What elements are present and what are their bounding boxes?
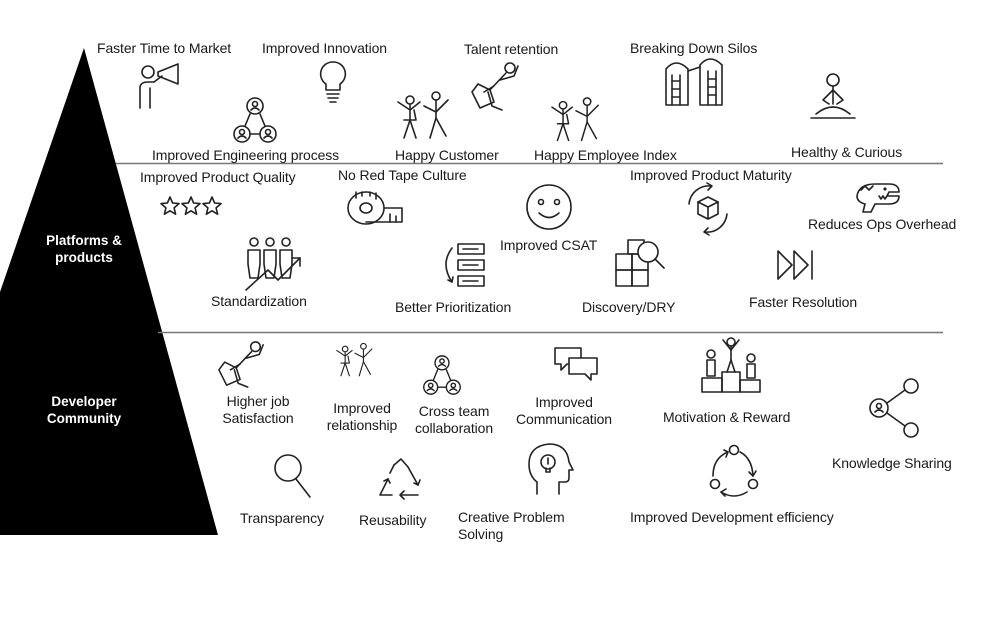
smiley-icon <box>524 182 574 232</box>
label-line: relationship <box>326 417 398 433</box>
label-line: Solving <box>458 526 504 542</box>
lightbulb-icon <box>318 60 348 110</box>
label-motivation-reward: Motivation & Reward <box>663 409 791 425</box>
label-improved-relationship: Improved relationship <box>312 400 412 434</box>
label-faster-time-to-market: Faster Time to Market <box>97 40 232 56</box>
network-people-icon <box>232 96 278 144</box>
meditation-icon <box>808 72 858 124</box>
fast-forward-icon <box>776 249 818 281</box>
dinosaur-icon <box>853 180 901 216</box>
label-creative-problem-solving: Creative Problem Solving <box>458 509 565 543</box>
label-happy-employee-index: Happy Employee Index <box>534 147 677 163</box>
label-no-red-tape-culture: No Red Tape Culture <box>338 167 467 183</box>
dancing-people-icon <box>548 96 604 146</box>
label-line: Cross team <box>418 403 490 419</box>
tier-label-developer: Developer Community <box>38 393 130 427</box>
tape-measure-icon <box>346 186 406 228</box>
share-icon <box>866 378 922 438</box>
magnifier-icon <box>272 452 314 500</box>
dancing-people-icon <box>333 342 377 380</box>
label-reduces-ops-overhead: Reduces Ops Overhead <box>808 216 957 232</box>
label-faster-resolution: Faster Resolution <box>749 294 858 310</box>
label-discovery-dry: Discovery/DRY <box>582 299 676 315</box>
label-standardization: Standardization <box>211 293 307 309</box>
flying-hero-icon <box>217 339 267 391</box>
tier-label-platforms: Platforms & products <box>38 232 130 266</box>
label-line: Improved <box>535 394 593 410</box>
label-better-prioritization: Better Prioritization <box>395 299 512 315</box>
label-improved-csat: Improved CSAT <box>500 237 598 253</box>
label-improved-innovation: Improved Innovation <box>262 40 387 56</box>
label-higher-job-satisfaction: Higher job Satisfaction <box>208 393 308 427</box>
label-healthy-curious: Healthy & Curious <box>791 144 903 160</box>
megaphone-person-icon <box>136 62 182 110</box>
label-cross-team-collaboration: Cross team collaboration <box>404 403 504 437</box>
people-growth-icon <box>242 236 304 292</box>
tier-label-line: Platforms & <box>46 233 122 248</box>
label-reusability: Reusability <box>359 512 427 528</box>
label-line: Improved <box>333 400 391 416</box>
network-people-icon <box>422 354 462 396</box>
cycle-dots-icon <box>709 444 759 500</box>
pyramid-shape <box>0 48 218 535</box>
tier-label-line: Community <box>46 411 122 426</box>
label-line: Satisfaction <box>222 410 294 426</box>
label-improved-communication: Improved Communication <box>504 394 624 428</box>
label-line: collaboration <box>414 420 494 436</box>
recycle-icon <box>376 457 426 503</box>
label-knowledge-sharing: Knowledge Sharing <box>832 455 952 471</box>
label-happy-customer: Happy Customer <box>395 147 499 163</box>
tier-label-line: products <box>55 250 113 265</box>
dancing-people-icon <box>394 90 454 144</box>
ordered-list-icon <box>438 240 488 290</box>
label-improved-product-quality: Improved Product Quality <box>140 169 296 185</box>
speech-bubbles-icon <box>553 346 599 382</box>
boxes-search-icon <box>612 236 668 292</box>
label-talent-retention: Talent retention <box>464 41 559 57</box>
label-line: Higher job <box>226 393 290 409</box>
label-line: Communication <box>516 411 612 427</box>
head-idea-icon <box>527 442 574 496</box>
label-improved-development-efficiency: Improved Development efficiency <box>630 509 834 525</box>
tier-label-line: Developer <box>51 394 117 409</box>
stars-icon <box>160 196 222 218</box>
label-breaking-down-silos: Breaking Down Silos <box>630 40 758 56</box>
silos-icon <box>664 55 726 107</box>
label-improved-product-maturity: Improved Product Maturity <box>630 167 792 183</box>
box-cycle-icon <box>681 182 735 236</box>
label-transparency: Transparency <box>240 510 324 526</box>
podium-icon <box>700 336 762 394</box>
label-improved-engineering-process: Improved Engineering process <box>152 147 340 163</box>
label-line: Creative Problem <box>458 509 565 525</box>
flying-hero-icon <box>470 60 522 114</box>
